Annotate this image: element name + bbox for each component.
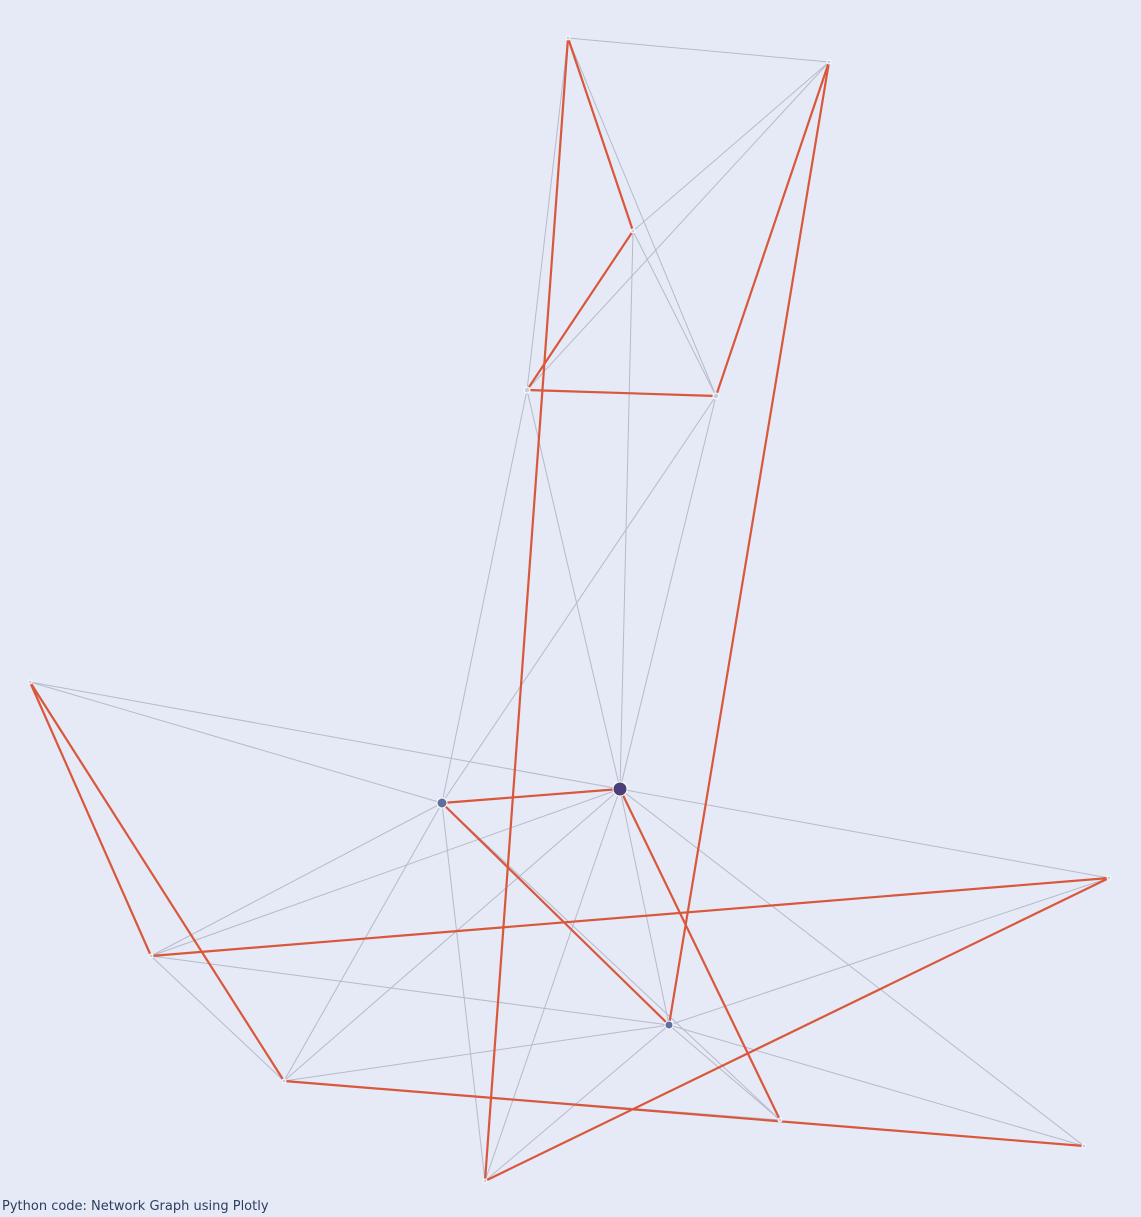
node-2[interactable] xyxy=(630,228,636,234)
path-edge-1-10 xyxy=(667,60,831,1027)
edge-6-9 xyxy=(150,788,621,957)
edges-layer xyxy=(29,37,1110,1182)
path-edge-10-7 xyxy=(440,801,671,1027)
node-8[interactable] xyxy=(1106,875,1112,881)
edge-10-13 xyxy=(668,1024,1085,1147)
edge-4-7 xyxy=(441,395,717,804)
edge-4-6 xyxy=(619,395,717,790)
node-13[interactable] xyxy=(1081,1143,1087,1149)
node-7[interactable] xyxy=(436,797,448,809)
edge-1-2 xyxy=(632,61,830,232)
path-edge-0-14 xyxy=(483,36,570,1183)
node-0[interactable] xyxy=(565,35,571,41)
path-edge-11-13 xyxy=(282,1079,1086,1148)
node-9[interactable] xyxy=(148,953,154,959)
edge-2-6 xyxy=(619,230,634,790)
edge-9-10 xyxy=(150,955,670,1026)
edge-6-13 xyxy=(619,788,1085,1147)
node-1[interactable] xyxy=(826,59,832,65)
edge-10-11 xyxy=(283,1024,670,1082)
node-12[interactable] xyxy=(777,1117,783,1123)
edge-7-12 xyxy=(441,802,781,1121)
highlighted-path-layer xyxy=(28,36,1111,1183)
path-edge-14-8 xyxy=(483,876,1111,1183)
edge-8-10 xyxy=(668,877,1110,1026)
path-edge-8-9 xyxy=(149,876,1111,958)
edge-1-3 xyxy=(526,61,830,391)
edge-7-14 xyxy=(441,802,486,1182)
edge-3-6 xyxy=(526,389,621,790)
path-edge-9-5 xyxy=(28,680,153,958)
edge-6-11 xyxy=(283,788,621,1082)
edge-6-8 xyxy=(619,788,1110,879)
edge-7-9 xyxy=(150,802,443,957)
node-4[interactable] xyxy=(712,392,720,400)
edge-0-1 xyxy=(567,37,830,63)
path-edge-6-12 xyxy=(618,787,782,1122)
node-10[interactable] xyxy=(664,1020,674,1030)
edge-10-12 xyxy=(668,1024,781,1121)
edge-3-7 xyxy=(441,389,528,804)
node-3[interactable] xyxy=(523,386,531,394)
caption: Python code: Network Graph using Plotly xyxy=(2,1199,269,1214)
path-edge-4-1 xyxy=(714,60,831,398)
edge-7-11 xyxy=(283,802,443,1082)
node-5[interactable] xyxy=(27,679,33,685)
path-edge-7-6 xyxy=(440,787,622,805)
edge-0-4 xyxy=(567,37,717,397)
edge-5-7 xyxy=(29,681,443,804)
edge-6-14 xyxy=(484,788,621,1182)
path-edge-5-11 xyxy=(28,680,286,1083)
node-11[interactable] xyxy=(281,1078,287,1084)
edge-5-6 xyxy=(29,681,621,790)
edge-2-4 xyxy=(632,230,717,397)
path-edge-3-4 xyxy=(525,388,718,398)
node-6[interactable] xyxy=(612,781,628,797)
node-14[interactable] xyxy=(482,1178,488,1184)
edge-6-10 xyxy=(619,788,670,1026)
edge-10-14 xyxy=(484,1024,670,1182)
edge-9-11 xyxy=(150,955,285,1082)
edge-0-3 xyxy=(526,37,569,391)
nodes-layer xyxy=(27,35,1112,1184)
path-edge-0-2 xyxy=(566,36,635,233)
